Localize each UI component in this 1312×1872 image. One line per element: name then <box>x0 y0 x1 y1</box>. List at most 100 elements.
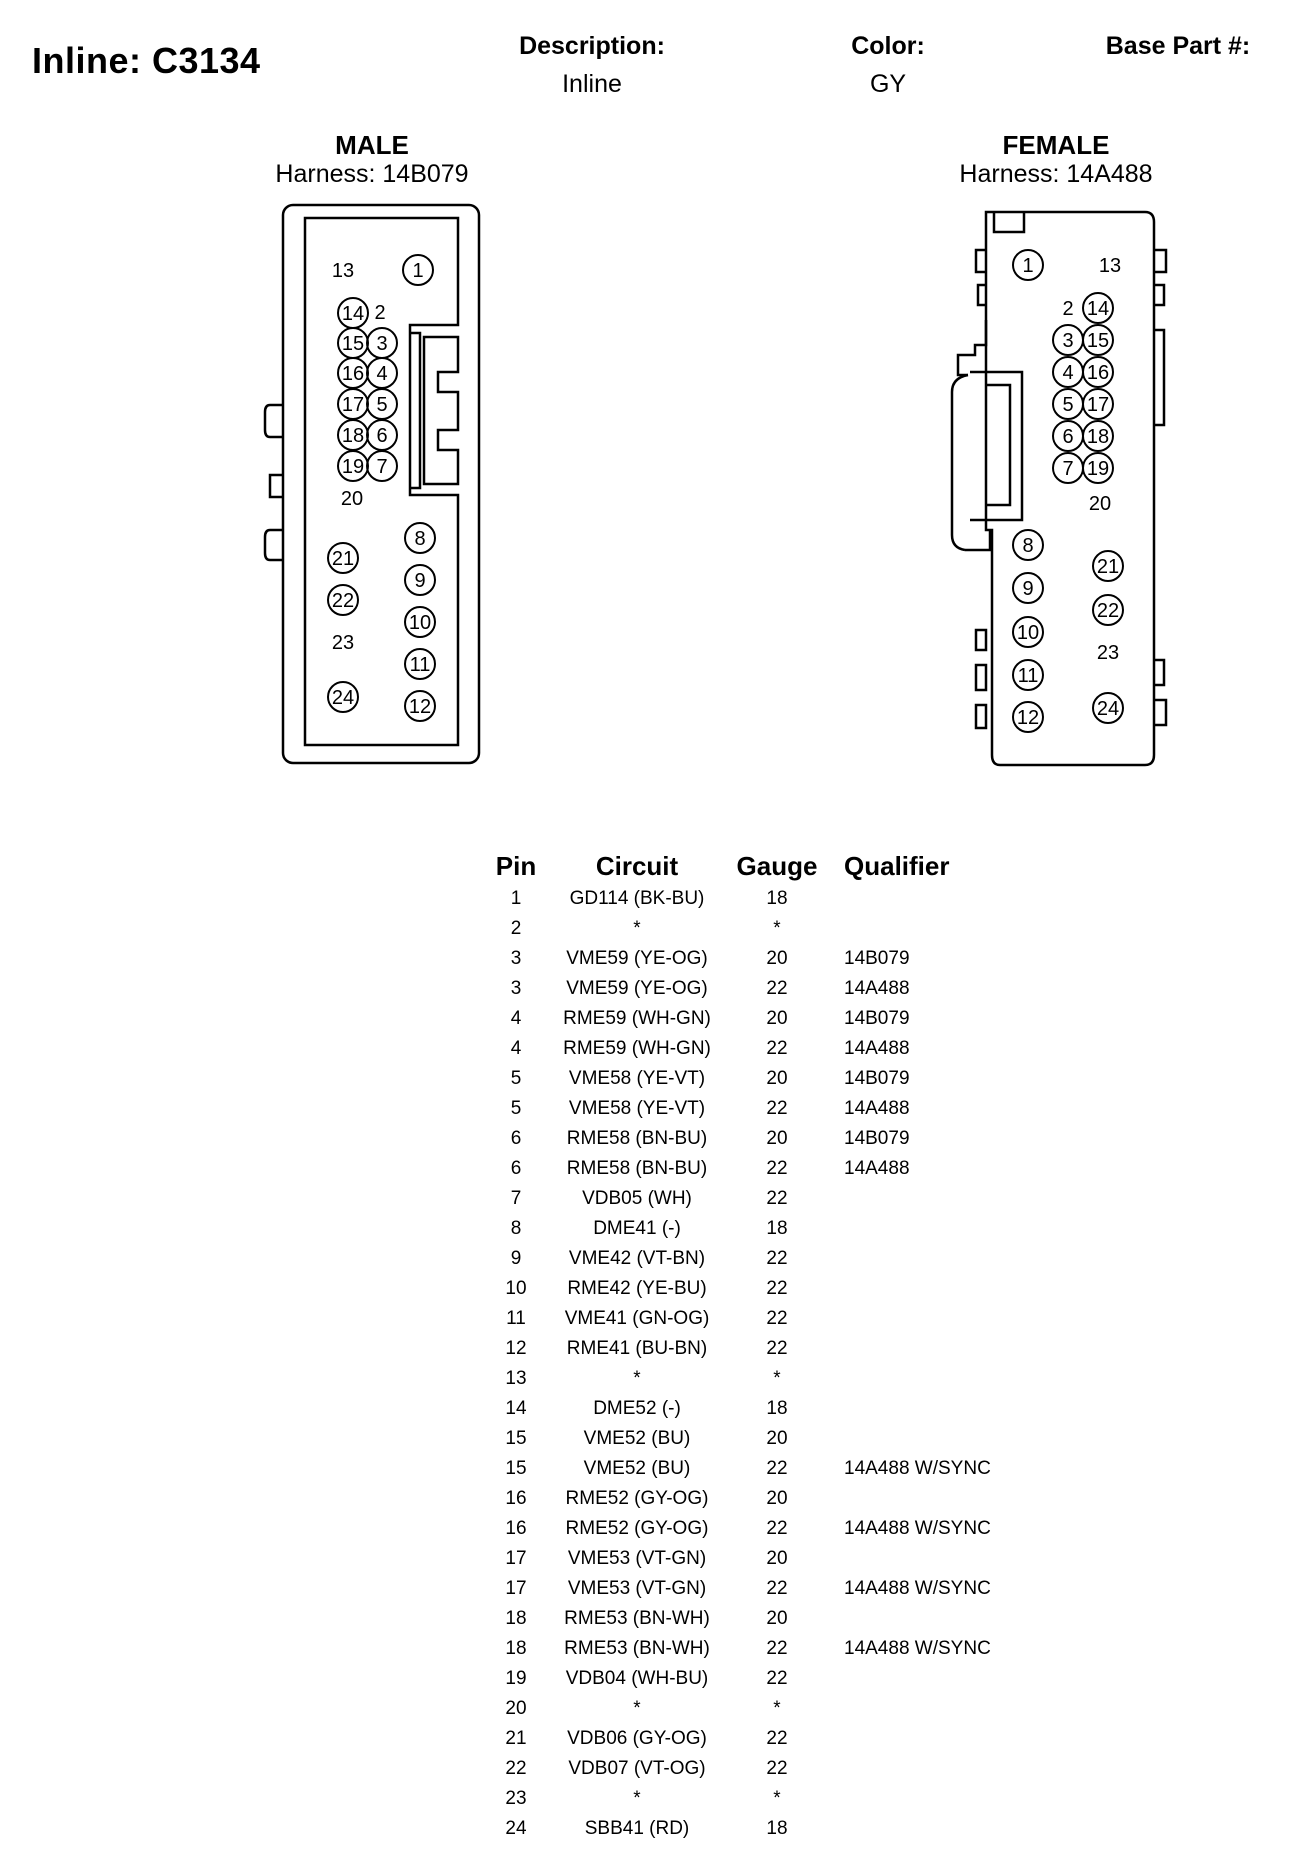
female-pin-11-ring <box>1012 659 1044 691</box>
qualifier-cell <box>826 1244 1040 1274</box>
gauge-cell: 20 <box>766 1068 788 1089</box>
male-latch <box>422 335 460 486</box>
circuit-cell: RME53 (BN-WH) <box>564 1638 710 1659</box>
female-pin-label-2: 2 <box>1062 298 1073 320</box>
male-pin-14: 14 <box>342 303 364 325</box>
pin-cell: 3 <box>510 948 522 969</box>
gauge-cell: * <box>773 1368 781 1389</box>
qualifier-cell: 14A488 W/SYNC <box>844 1578 991 1599</box>
male-pin-22-ring <box>327 584 359 616</box>
circuit-cell: VDB04 (WH-BU) <box>565 1668 709 1689</box>
female-harness: Harness: 14A488 <box>959 160 1153 188</box>
qualifier-cell <box>826 1274 1040 1304</box>
female-pin-11: 11 <box>1018 665 1039 687</box>
female-latch-body <box>970 370 1024 522</box>
qualifier-cell: 14A488 W/SYNC <box>844 1458 991 1479</box>
male-pin-12: 12 <box>409 696 431 718</box>
circuit-cell: DME52 (-) <box>593 1398 681 1419</box>
female-pin-6-ring <box>1052 420 1084 452</box>
male-pin-1-ring <box>402 254 434 286</box>
female-pin-5-ring <box>1052 388 1084 420</box>
gauge-cell: 22 <box>766 1578 788 1599</box>
pin-cell: 14 <box>505 1398 527 1419</box>
qualifier-cell: 14A488 <box>844 1158 910 1179</box>
qualifier-cell <box>826 884 1040 914</box>
pin-cell: 10 <box>505 1278 527 1299</box>
gauge-cell: 22 <box>766 1338 788 1359</box>
circuit-cell: RME41 (BU-BN) <box>566 1338 708 1359</box>
circuit-cell: VME52 (BU) <box>583 1428 691 1449</box>
pin-cell: 21 <box>505 1728 527 1749</box>
qualifier-cell <box>826 1724 1040 1754</box>
gauge-cell: 22 <box>766 1038 788 1059</box>
circuit-cell: * <box>633 1368 641 1389</box>
female-pin-19: 19 <box>1087 458 1109 480</box>
gauge-cell: 22 <box>766 1098 788 1119</box>
connector-title: Inline: C3134 <box>32 40 261 81</box>
qualifier-column-header: Qualifier <box>844 850 950 881</box>
female-pin-label-23: 23 <box>1097 642 1119 664</box>
circuit-cell: GD114 (BK-BU) <box>569 888 705 909</box>
circuit-cell: VDB06 (GY-OG) <box>567 1728 707 1749</box>
female-latch-foot <box>965 530 992 552</box>
pin-cell: 24 <box>505 1818 527 1839</box>
gauge-cell: 22 <box>766 978 788 999</box>
circuit-cell: RME58 (BN-BU) <box>566 1128 708 1149</box>
qualifier-cell <box>826 1784 1040 1814</box>
pin-cell: 19 <box>505 1668 527 1689</box>
circuit-cell: RME59 (WH-GN) <box>563 1008 711 1029</box>
pin-cell: 18 <box>505 1608 527 1629</box>
female-pin-14-ring <box>1082 292 1114 324</box>
circuit-cell: * <box>633 918 641 939</box>
female-right-tab-5 <box>1154 698 1168 727</box>
female-pin-24-ring <box>1092 692 1124 724</box>
table-row: 17 VME53 (VT-GN) 20 <box>486 1544 1040 1574</box>
gauge-cell: 20 <box>766 1548 788 1569</box>
female-pin-12-ring <box>1012 701 1044 733</box>
gauge-cell: 22 <box>766 1458 788 1479</box>
female-right-tab-1 <box>1154 248 1168 274</box>
qualifier-cell: 14B079 <box>844 948 910 969</box>
male-pin-5: 5 <box>376 394 387 416</box>
circuit-cell: VDB05 (WH) <box>582 1188 692 1209</box>
female-pin-1: 1 <box>1022 255 1033 277</box>
male-pin-24-ring <box>327 681 359 713</box>
male-pin-11-ring <box>404 648 436 680</box>
qualifier-cell: 14B079 <box>844 1128 910 1149</box>
pin-cell: 2 <box>510 918 522 939</box>
circuit-cell: SBB41 (RD) <box>584 1818 690 1839</box>
female-right-tab-4 <box>1154 658 1166 687</box>
circuit-cell: VME53 (VT-GN) <box>567 1578 707 1599</box>
pin-cell: 17 <box>505 1548 527 1569</box>
circuit-cell: VME53 (VT-GN) <box>567 1548 707 1569</box>
circuit-cell: VME59 (YE-OG) <box>566 948 708 969</box>
male-side-tab-3 <box>263 528 283 562</box>
male-pin-9-ring <box>404 564 436 596</box>
female-pin-8-ring <box>1012 529 1044 561</box>
male-title: MALE <box>335 130 409 160</box>
gauge-cell: 22 <box>766 1158 788 1179</box>
male-connector-inner-outline <box>303 216 460 747</box>
pin-cell: 8 <box>510 1218 522 1239</box>
female-pin-4-ring <box>1052 356 1084 388</box>
female-corner-key <box>992 212 1026 234</box>
pin-cell: 6 <box>510 1128 522 1149</box>
qualifier-cell <box>826 1424 1040 1454</box>
gauge-cell: 22 <box>766 1308 788 1329</box>
qualifier-cell <box>826 1664 1040 1694</box>
gauge-cell: 18 <box>766 1398 788 1419</box>
male-pin-18: 18 <box>342 425 364 447</box>
qualifier-cell: 14A488 <box>844 978 910 999</box>
circuit-cell: * <box>633 1698 641 1719</box>
table-row: 20** <box>486 1694 1040 1724</box>
